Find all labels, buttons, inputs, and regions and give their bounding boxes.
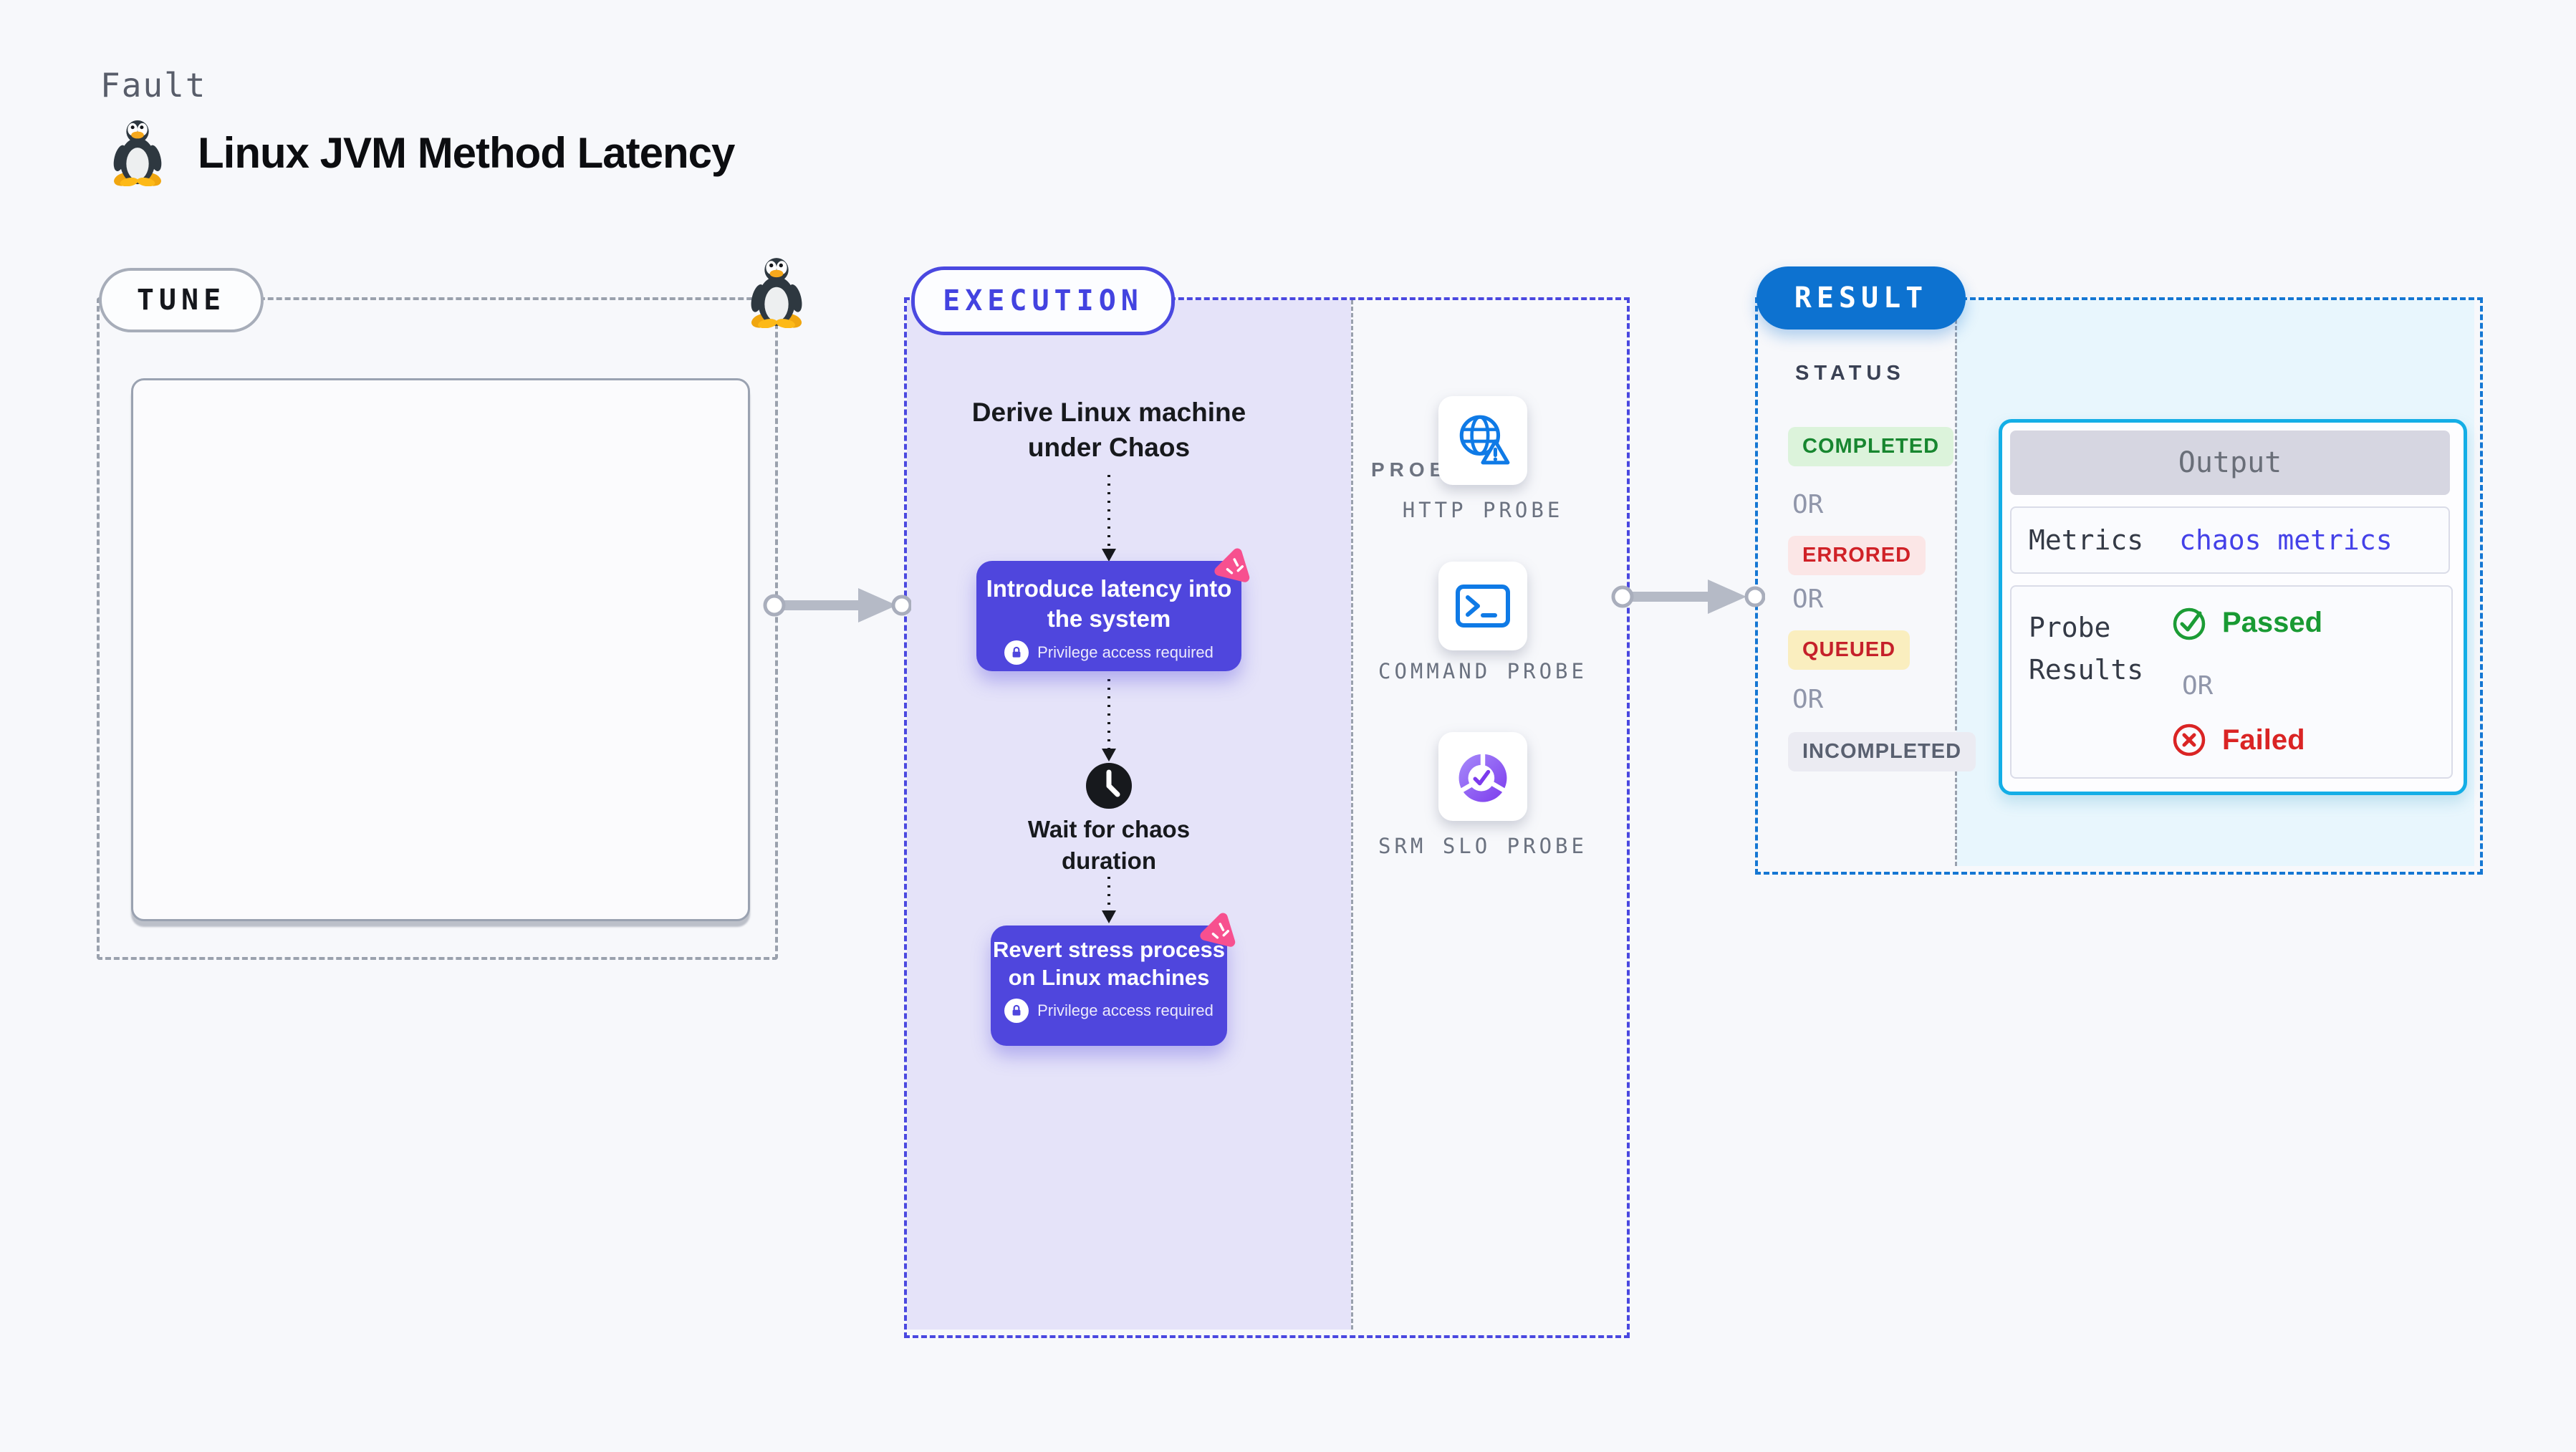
probe-label: SRM SLO PROBE [1378, 834, 1587, 858]
result-section-border [1755, 297, 2483, 875]
probe-results-label: Probe Results [2029, 612, 2144, 686]
wait-duration-step: Wait for chaos duration [1027, 816, 1191, 874]
step-title: Introduce latency into the system [986, 575, 1232, 632]
status-badge-errored: ERRORED [1788, 536, 1926, 575]
globe-alert-icon [1459, 415, 1510, 465]
lock-icon [1004, 999, 1029, 1024]
privilege-badge: Privilege access required [1037, 643, 1213, 662]
tux-penguin-icon [113, 120, 162, 186]
flow-arrow-down [1102, 679, 1116, 761]
or-label: OR [1792, 490, 1824, 519]
status-badge-completed: COMPLETED [1788, 427, 1954, 466]
srm-slo-probe-card [1438, 732, 1527, 821]
tune-pill: TUNE [99, 268, 264, 332]
or-label: OR [2182, 671, 2214, 701]
metrics-row: Metrics chaos metrics [2010, 506, 2450, 574]
output-header: Output [2010, 431, 2450, 495]
step-title: Revert stress process on Linux machines [993, 937, 1225, 991]
passed-label: Passed [2222, 606, 2323, 638]
execution-panel [907, 300, 1351, 1330]
introduce-latency-step: Introduce latency into the system Privil… [976, 548, 1250, 671]
status-label: STATUS [1795, 362, 1905, 385]
failed-label: Failed [2222, 723, 2305, 756]
terminal-icon [1456, 585, 1510, 628]
clock-icon [1086, 763, 1132, 809]
metrics-label: Metrics [2029, 524, 2144, 556]
status-badge-incompleted: INCOMPLETED [1788, 732, 1976, 771]
revert-stress-step: Revert stress process on Linux machines … [991, 913, 1236, 1046]
chaos-experiment-icon [1200, 913, 1236, 947]
privilege-badge: Privilege access required [1037, 1001, 1213, 1020]
lock-icon [1004, 640, 1029, 665]
or-label: OR [1792, 585, 1824, 614]
command-probe-card [1438, 562, 1527, 650]
flow-arrow-down [1102, 877, 1116, 923]
page-title: Linux JVM Method Latency [198, 129, 735, 177]
result-pill: RESULT [1756, 266, 1966, 330]
probes-divider-line [1351, 300, 1353, 1330]
tux-penguin-icon [751, 258, 802, 328]
or-label: OR [1792, 685, 1824, 714]
tune-section-border [97, 297, 778, 960]
execution-section-border [904, 297, 1630, 1338]
http-probe-card [1438, 396, 1527, 485]
status-badge-queued: QUEUED [1788, 630, 1911, 670]
status-output-divider-line [1955, 300, 1957, 866]
execution-pill: EXECUTION [911, 266, 1175, 335]
x-circle-icon [2173, 723, 2206, 756]
derive-machine-step: Derive Linux machine under Chaos [971, 398, 1246, 462]
probe-label: HTTP PROBE [1402, 498, 1564, 522]
fault-kind-label: Fault [100, 66, 207, 105]
check-circle-icon [2173, 607, 2206, 640]
tune-to-execution-arrow [763, 588, 911, 622]
slo-donut-check-icon [1458, 751, 1507, 802]
flow-arrow-down [1102, 475, 1116, 562]
probe-results-row: Probe Results Passed OR Failed [2010, 585, 2453, 779]
user-inputs-card [131, 378, 750, 921]
probe-label: COMMAND PROBE [1378, 659, 1587, 683]
metrics-value: chaos metrics [2179, 524, 2393, 556]
chaos-experiment-icon [1214, 548, 1250, 582]
execution-to-result-arrow [1611, 580, 1765, 614]
